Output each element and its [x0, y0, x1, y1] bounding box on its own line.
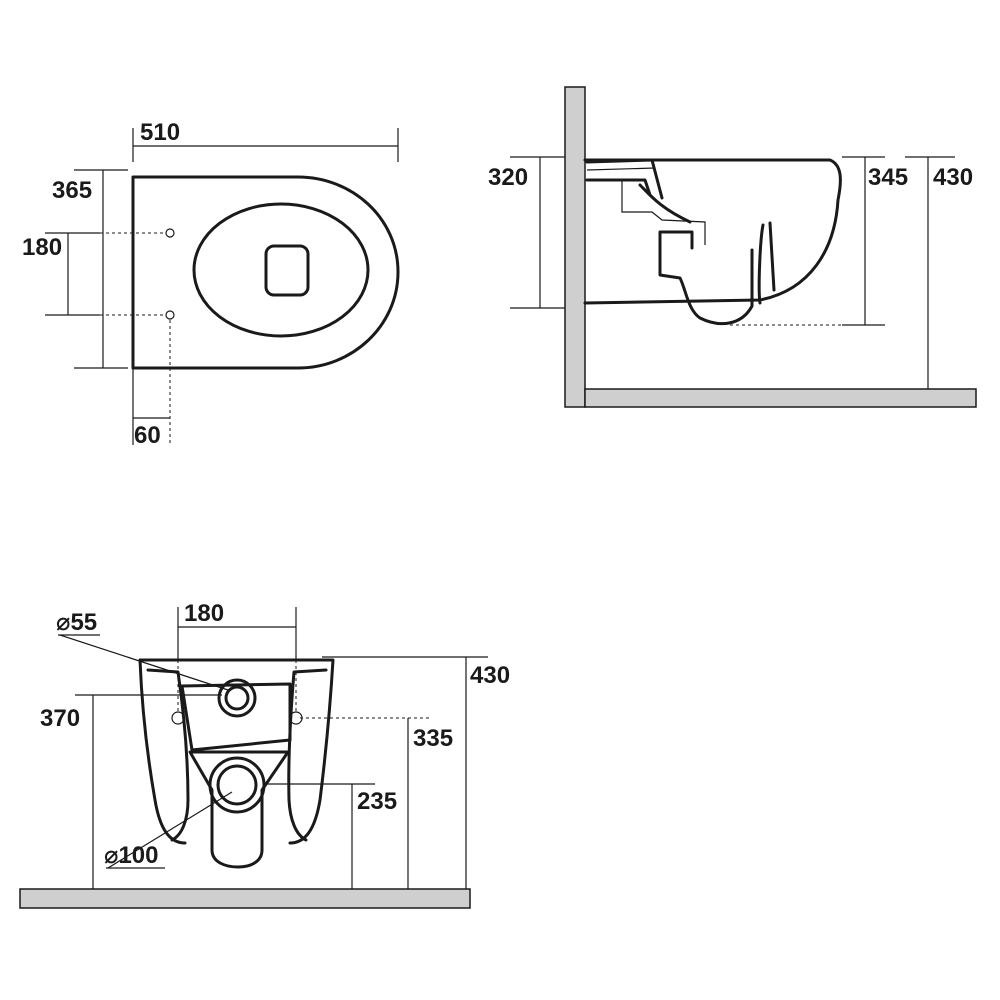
- dim-label-rear-fixing-spacing: 180: [184, 600, 224, 627]
- rear-view: 180 ⌀55 ⌀100 370 335 235 430: [19, 600, 510, 909]
- dim-label-height-320: 320: [488, 164, 528, 191]
- top-view: 510 365 180 60: [22, 119, 400, 449]
- side-view-rim: [757, 221, 776, 305]
- rear-view-outlet: [208, 756, 266, 814]
- leader-line: [59, 634, 229, 691]
- dim-label-fixing-height: 335: [413, 725, 453, 752]
- rear-view-inlet-inner: [224, 685, 250, 711]
- side-view-inlet: [585, 158, 664, 200]
- rear-view-inlet: [217, 678, 257, 718]
- dim-label-height-345: 345: [868, 164, 908, 191]
- dim-label-height-430: 430: [933, 164, 973, 191]
- dim-label-depth: 365: [52, 177, 92, 204]
- dim-label-width: 510: [140, 119, 180, 146]
- rear-view-floor: [19, 888, 471, 909]
- side-view-wall: [564, 86, 586, 408]
- side-view-floor: [584, 388, 977, 408]
- rear-view-top-plate: [180, 682, 292, 752]
- rear-view-fixing-hole-left: [171, 711, 185, 725]
- dim-label-inlet-diameter: ⌀55: [56, 609, 97, 636]
- side-view-inlet-line: [586, 167, 656, 171]
- side-view-cavity: [621, 180, 706, 245]
- dim-label-inlet-height: 370: [40, 705, 80, 732]
- dim-label-fixing-spacing: 180: [22, 234, 62, 261]
- leader-line: [107, 791, 233, 869]
- dim-label-outlet-diameter: ⌀100: [104, 842, 159, 869]
- top-view-fixing-hole-lower: [165, 310, 175, 320]
- top-view-cover-square: [264, 244, 310, 297]
- rear-view-outlet-pipe: [188, 750, 290, 869]
- side-view-cavity-curve: [638, 183, 692, 224]
- top-view-bowl-outline: [131, 175, 400, 370]
- top-view-seat-opening: [192, 202, 370, 338]
- rear-view-left-flank: [146, 668, 190, 842]
- rear-view-outlet-inner: [216, 764, 258, 806]
- side-view-siphon: [658, 230, 754, 326]
- side-view-bowl-outline: [583, 158, 842, 305]
- dim-label-fixing-offset: 60: [134, 422, 161, 449]
- dim-label-outlet-height: 235: [357, 788, 397, 815]
- top-view-fixing-hole-upper: [165, 228, 175, 238]
- rear-view-right-flank: [287, 668, 328, 842]
- dim-label-total-height: 430: [470, 662, 510, 689]
- side-view: 320 345 430: [488, 86, 977, 408]
